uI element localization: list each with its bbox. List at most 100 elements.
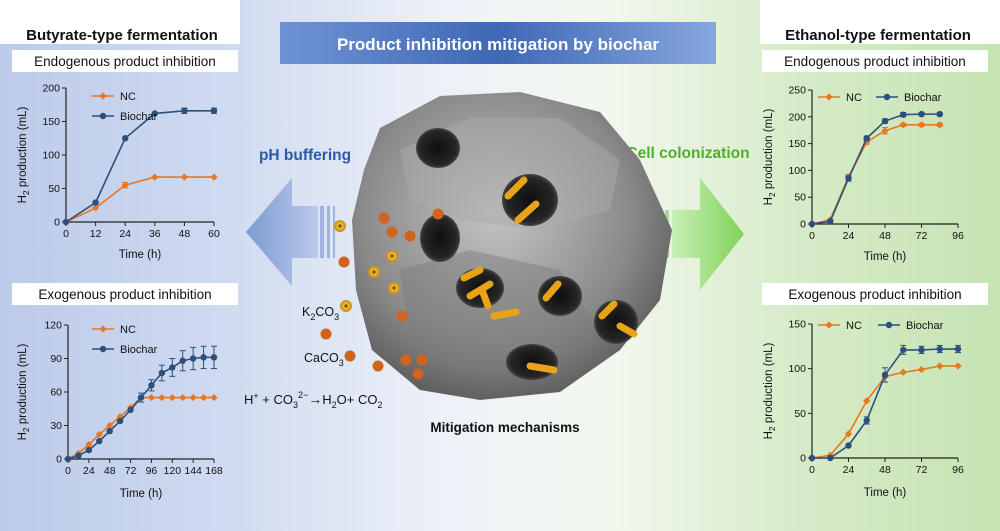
x-tick-label: 24 xyxy=(843,230,855,242)
caco3-label: CaCO3 xyxy=(304,351,344,368)
title-banner xyxy=(280,22,716,64)
caco3-dot xyxy=(320,328,332,340)
caco3-dot xyxy=(396,310,408,322)
data-point xyxy=(180,173,188,181)
biochar-particle xyxy=(352,92,672,400)
x-tick-label: 36 xyxy=(149,228,161,240)
right-exo-label: Exogenous product inhibition xyxy=(788,287,961,302)
data-point xyxy=(92,204,100,212)
x-tick-label: 0 xyxy=(809,464,815,476)
y-tick-label: 30 xyxy=(50,420,62,432)
y-label-part: H xyxy=(763,197,775,205)
x-tick-label: 0 xyxy=(809,230,815,242)
y-label-part: production (mL) xyxy=(763,342,775,426)
pore xyxy=(420,214,460,262)
legend-label: NC xyxy=(120,91,136,103)
legend-marker xyxy=(99,325,107,333)
data-point xyxy=(168,393,176,402)
x-tick-label: 168 xyxy=(205,465,223,477)
x-tick-label: 24 xyxy=(843,464,855,476)
left-heading: Butyrate-type fermentation xyxy=(26,27,218,44)
legend-marker xyxy=(885,321,893,329)
data-point xyxy=(96,437,103,445)
data-point xyxy=(199,393,208,402)
data-point xyxy=(863,135,870,142)
y-label-sub: 2 xyxy=(21,190,31,195)
y-tick-label: 50 xyxy=(794,192,806,204)
data-point xyxy=(106,421,114,430)
left-exo-label-box xyxy=(12,283,238,305)
caco3-dot xyxy=(378,212,390,224)
left-endo-label-box xyxy=(12,50,238,72)
data-point xyxy=(137,394,145,401)
legend-marker xyxy=(825,93,833,101)
data-point xyxy=(62,218,70,226)
caco3-dot xyxy=(416,354,428,366)
x-tick-label: 72 xyxy=(125,465,137,477)
data-point xyxy=(158,369,166,377)
mechanisms-caption: Mitigation mechanisms xyxy=(430,420,579,435)
y-label-part: production (mL) xyxy=(17,343,29,427)
data-point xyxy=(116,417,124,425)
caco3-dot xyxy=(404,230,416,242)
caco3-dot xyxy=(372,360,384,372)
caco3-dot xyxy=(400,354,412,366)
data-point xyxy=(75,452,82,459)
bacteria-cells xyxy=(460,176,638,374)
legend-marker xyxy=(99,345,107,353)
y-tick-label: 0 xyxy=(54,217,60,229)
pore xyxy=(506,344,558,380)
bacterium xyxy=(616,322,638,338)
bacterium xyxy=(598,300,618,320)
x-axis-label: Time (h) xyxy=(120,488,163,500)
pore xyxy=(538,276,582,316)
legend-label: Biochar xyxy=(120,111,158,123)
y-tick-label: 50 xyxy=(48,183,60,195)
series-line-biochar xyxy=(65,109,214,223)
data-point xyxy=(899,121,907,129)
bacterium xyxy=(490,308,520,320)
legend-label: Biochar xyxy=(904,92,942,104)
caco3-dot xyxy=(412,368,424,380)
data-point xyxy=(122,135,129,142)
bacterium xyxy=(504,176,528,200)
data-point xyxy=(189,393,197,402)
y-label-part: production (mL) xyxy=(763,108,775,192)
y-label-part: H xyxy=(17,432,29,440)
data-point xyxy=(881,127,889,135)
bacterium xyxy=(460,266,484,282)
bacterium xyxy=(514,200,540,224)
data-point xyxy=(954,345,962,353)
ph-buffering-arrow xyxy=(246,178,335,286)
data-point xyxy=(808,220,816,228)
y-axis-label: H2 production (mL) xyxy=(763,108,777,205)
right-exo-label-box xyxy=(762,283,988,305)
data-point xyxy=(900,111,907,118)
x-tick-label: 120 xyxy=(164,465,182,477)
data-point xyxy=(863,397,871,405)
y-axis-label: H2 production (mL) xyxy=(763,342,777,439)
data-point xyxy=(918,346,925,354)
x-tick-label: 48 xyxy=(104,465,116,477)
data-point xyxy=(106,427,113,435)
cell-colonization-label: Cell colonization xyxy=(626,145,749,162)
caco3-dot xyxy=(344,350,356,362)
left-exo-label: Exogenous product inhibition xyxy=(38,287,211,302)
y-tick-label: 100 xyxy=(788,165,806,177)
data-point xyxy=(917,365,926,374)
data-point xyxy=(917,121,926,129)
y-tick-label: 200 xyxy=(788,111,806,123)
legend-label: Biochar xyxy=(120,344,158,356)
data-point xyxy=(808,454,816,462)
data-point xyxy=(85,440,93,449)
pore xyxy=(416,128,460,168)
data-point xyxy=(936,345,943,353)
legend-marker xyxy=(99,112,107,120)
y-tick-label: 0 xyxy=(800,453,806,465)
y-tick-label: 50 xyxy=(794,408,806,420)
y-tick-label: 90 xyxy=(50,353,62,365)
right-heading: Ethanol-type fermentation xyxy=(785,27,971,44)
bacterium xyxy=(526,362,558,374)
